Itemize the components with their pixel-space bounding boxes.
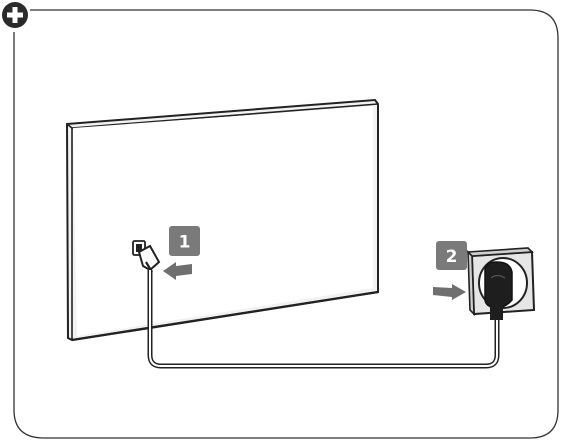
wall-side-plug (484, 261, 513, 320)
diagram-frame (13, 9, 559, 439)
tv-side-plug (137, 244, 161, 273)
tv-panel (65, 98, 379, 342)
step-1-badge: 1 (169, 226, 200, 256)
arrow-left-icon (163, 262, 192, 280)
step-1-number: 1 (179, 233, 191, 253)
step-2-number: 2 (446, 247, 458, 267)
step-2-badge: 2 (436, 241, 467, 270)
plus-circle-icon (2, 2, 28, 28)
arrow-right-icon (433, 284, 466, 300)
